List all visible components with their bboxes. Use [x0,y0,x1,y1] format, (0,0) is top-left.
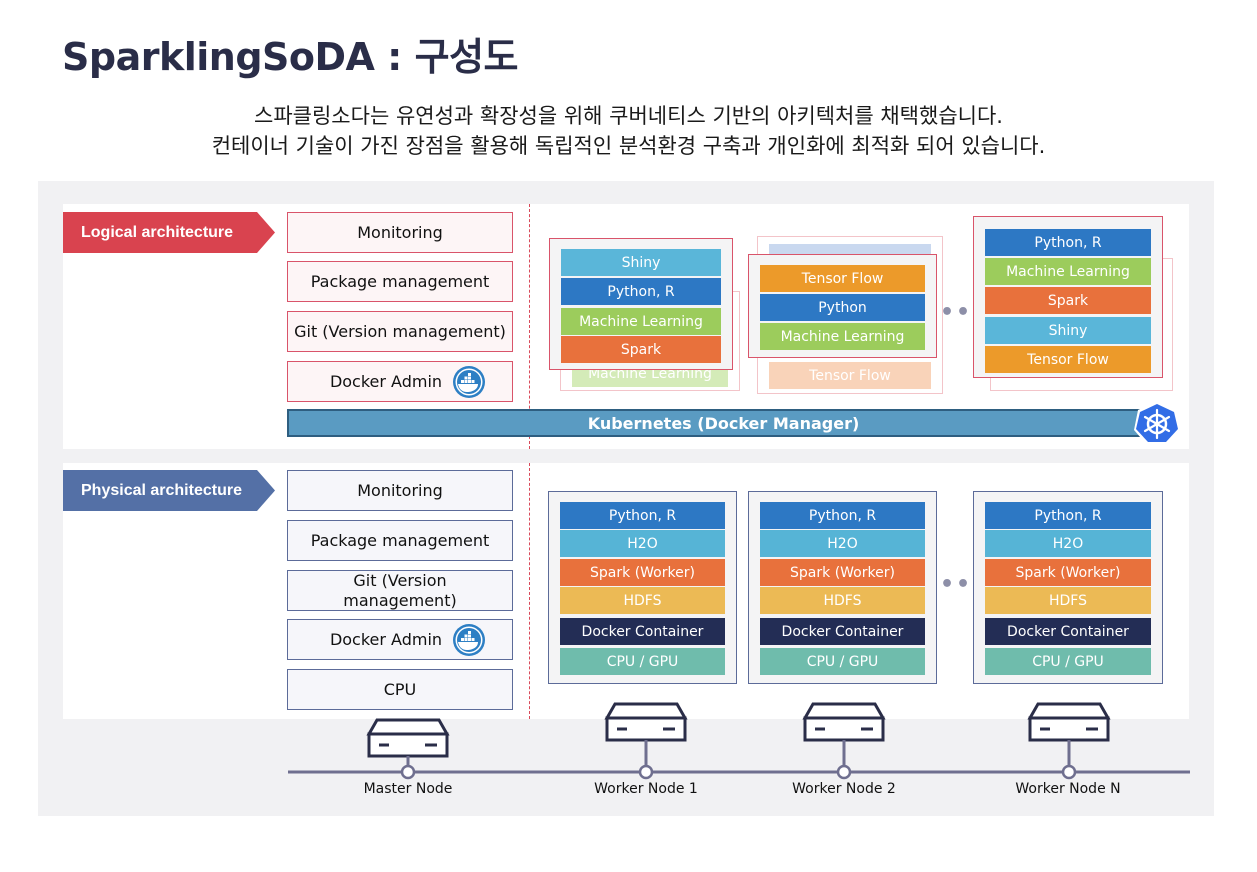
logical-monitoring-box: Monitoring [287,212,513,253]
logical-architecture-label: Logical architecture [63,212,275,253]
logical-container-1: Shiny Python, R Machine Learning Spark [549,238,733,370]
logical-package-management-box: Package management [287,261,513,302]
layer-spark: Spark [561,336,721,363]
layer-python-r: Python, R [561,278,721,305]
kubernetes-bar: Kubernetes (Docker Manager) [287,409,1160,437]
layer-shiny: Shiny [985,317,1151,344]
layer-spark: Spark [985,287,1151,314]
logical-container-3: Python, R Machine Learning Spark Shiny T… [973,216,1163,378]
layer-python-r: Python, R [985,229,1151,256]
logical-monitoring-label: Monitoring [357,222,443,242]
physical-docker-admin-label: Docker Admin [329,629,443,649]
server-icon [1027,702,1111,780]
worker-layer-hdfs: HDFS [985,587,1151,614]
node-label-master: Master Node [363,781,453,797]
worker-layer-python-r: Python, R [560,502,725,529]
server-icon [366,718,450,780]
worker-layer-cpu-gpu: CPU / GPU [985,648,1151,675]
worker-layer-spark-worker: Spark (Worker) [760,559,925,586]
node-label-worker-2: Worker Node 2 [792,781,896,797]
layer-machine-learning: Machine Learning [561,308,721,335]
logical-git-label: Git (Version management) [294,321,506,341]
subtitle-line-1: 스파클링소다는 유연성과 확장성을 위해 쿠버네티스 기반의 아키텍처를 채택했… [254,104,1003,128]
layer-tensor-flow: Tensor Flow [760,265,925,292]
physical-divider [529,463,530,719]
physical-cpu-box: CPU [287,669,513,710]
physical-monitoring-box: Monitoring [287,470,513,511]
layer-shiny: Shiny [561,249,721,276]
physical-git-box: Git (Version management) [287,570,513,611]
worker-layer-python-r: Python, R [985,502,1151,529]
kubernetes-helm-icon [1134,401,1180,445]
ghost-layer-2: Tensor Flow [769,362,931,389]
layer-machine-learning: Machine Learning [985,258,1151,285]
worker-layer-h2o: H2O [760,530,925,557]
physical-docker-admin-box: Docker Admin [287,619,513,660]
docker-icon [453,365,486,398]
logical-divider [529,204,530,449]
worker-layer-h2o: H2O [560,530,725,557]
docker-icon [453,623,486,656]
page-title: SparklingSoDA : 구성도 [62,35,519,79]
kubernetes-label: Kubernetes (Docker Manager) [587,413,860,433]
physical-git-label: Git (Version management) [343,570,457,610]
layer-tensor-flow: Tensor Flow [985,346,1151,373]
worker-layer-spark-worker: Spark (Worker) [985,559,1151,586]
worker-layer-python-r: Python, R [760,502,925,529]
physical-cpu-label: CPU [383,679,417,699]
physical-package-management-label: Package management [310,530,490,550]
worker-layer-docker-container: Docker Container [560,618,725,645]
layer-machine-learning: Machine Learning [760,323,925,350]
server-icon [802,702,886,780]
server-icon [604,702,688,780]
worker-layer-hdfs: HDFS [560,587,725,614]
worker-layer-h2o: H2O [985,530,1151,557]
physical-package-management-box: Package management [287,520,513,561]
node-label-worker-1: Worker Node 1 [594,781,698,797]
worker-layer-cpu-gpu: CPU / GPU [760,648,925,675]
layer-python: Python [760,294,925,321]
logical-docker-admin-label: Docker Admin [329,371,443,391]
network-diagram [288,702,1190,780]
worker-layer-spark-worker: Spark (Worker) [560,559,725,586]
worker-layer-hdfs: HDFS [760,587,925,614]
physical-monitoring-label: Monitoring [357,480,443,500]
logical-git-box: Git (Version management) [287,311,513,352]
subtitle-line-2: 컨테이너 기술이 가진 장점을 활용해 독립적인 분석환경 구축과 개인화에 최… [211,134,1046,158]
worker-layer-cpu-gpu: CPU / GPU [560,648,725,675]
node-label-worker-n: Worker Node N [1015,781,1121,797]
worker-layer-docker-container: Docker Container [985,618,1151,645]
physical-architecture-label: Physical architecture [63,470,275,511]
logical-container-2: Tensor Flow Python Machine Learning [748,254,937,358]
logical-package-management-label: Package management [310,271,490,291]
worker-layer-docker-container: Docker Container [760,618,925,645]
logical-docker-admin-box: Docker Admin [287,361,513,402]
